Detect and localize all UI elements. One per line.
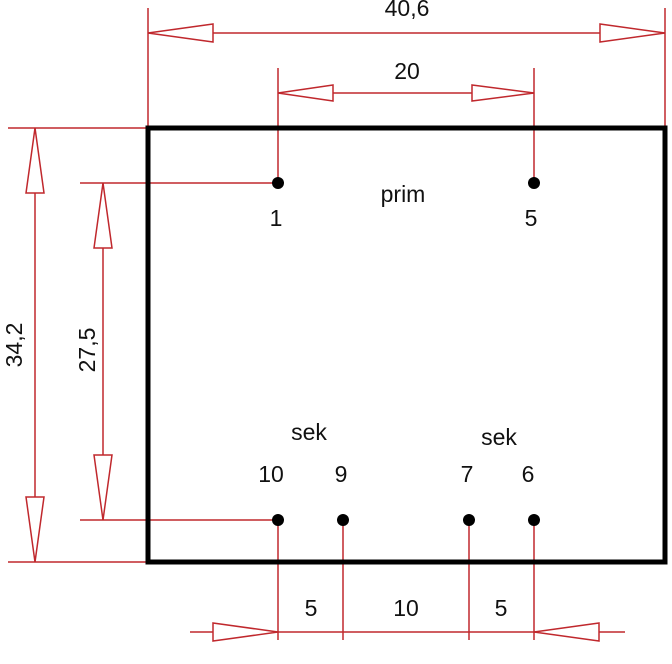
label-sek-left: sek [291, 419, 327, 445]
pin-label-5: 5 [525, 205, 538, 231]
pin-6 [528, 514, 540, 526]
extension-lines [8, 8, 666, 640]
dimension-lines [34, 32, 665, 633]
transformer-body-outline [145, 125, 668, 565]
arrowhead-height-bottom [25, 496, 45, 563]
dim-sec-left: 5 [305, 595, 318, 621]
dim-sec-right: 5 [495, 595, 508, 621]
pin-label-6: 6 [522, 461, 535, 487]
label-sek-right: sek [481, 424, 517, 450]
pin-label-10: 10 [258, 461, 284, 487]
dim-pin-row-spacing: 27,5 [74, 328, 100, 373]
pin-9 [337, 514, 349, 526]
arrowhead-sec-right [533, 622, 600, 642]
pins [272, 177, 540, 526]
pin-label-7: 7 [461, 461, 474, 487]
arrowhead-sec-left [212, 622, 279, 642]
pin-10 [272, 514, 284, 526]
arrowhead-width-left [147, 23, 214, 43]
pin-label-1: 1 [270, 205, 283, 231]
dimension-arrowheads [25, 23, 666, 642]
dim-sec-middle: 10 [393, 595, 419, 621]
dim-prim-spacing: 20 [394, 58, 420, 84]
pin-label-9: 9 [335, 461, 348, 487]
arrowhead-width-right [599, 23, 666, 43]
dim-height-total: 34,2 [1, 323, 27, 368]
pin-5 [528, 177, 540, 189]
dim-width-total: 40,6 [385, 0, 430, 21]
arrowhead-prim-left [277, 84, 334, 102]
arrowhead-prim-right [471, 84, 535, 102]
arrowhead-height-top [25, 127, 45, 194]
pin-1 [272, 177, 284, 189]
label-prim: prim [381, 181, 426, 207]
pin-7 [463, 514, 475, 526]
arrowhead-pinrow-bottom [93, 454, 113, 521]
arrowhead-pinrow-top [93, 182, 113, 249]
